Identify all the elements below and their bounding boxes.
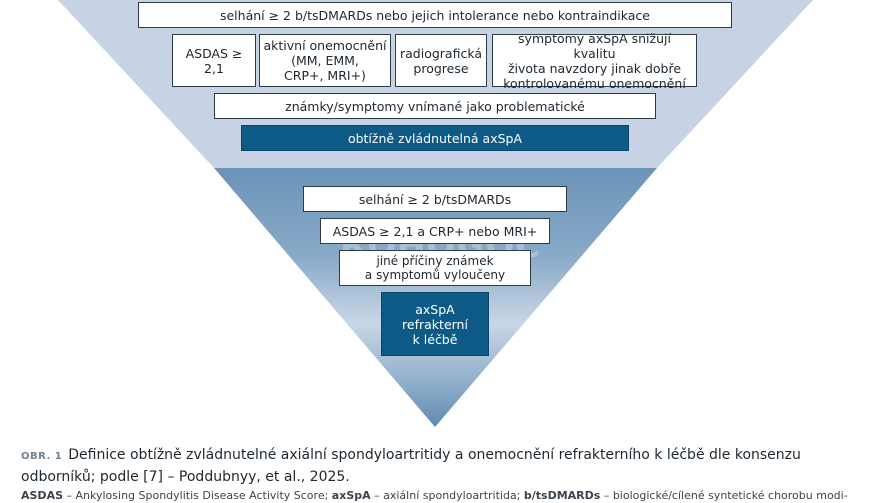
abbreviation-definition: – biologické/cílené syntetické chorobu m… [600,489,848,502]
problematic-symptoms-box: známky/symptomy vnímané jako problematic… [214,93,656,119]
figure-label: OBR. 1 [21,451,63,462]
radiographic-progression-criterion-box: radiografická progrese [395,34,487,87]
refractory-axspa-box: axSpA refrakterní k léčbě [381,292,489,356]
quality-of-life-criterion-box: symptomy axSpA snižují kvalitu života na… [492,31,697,91]
figure-caption-text: Definice obtížně zvládnutelné axiální sp… [21,447,801,485]
abbreviation-definition: – axiální spondyloartritida; [370,489,524,502]
abbreviations-footnote: ASDAS – Ankylosing Spondylitis Disease A… [21,489,871,503]
abbreviation-term: b/tsDMARDs [523,489,601,502]
abbreviation-definition: – Ankylosing Spondylitis Disease Activit… [63,489,332,502]
active-disease-criterion-box: aktivní onemocnění (MM, EMM, CRP+, MRI+) [259,34,391,87]
upper-failure-box: selhání ≥ 2 b/tsDMARDs nebo jejich intol… [138,2,732,28]
abbreviation-term: axSpA [331,489,371,502]
definition-diagram: ROHOGOC selhání ≥ 2 b/tsDMARDs nebo jeji… [58,0,813,427]
abbreviation-term: ASDAS [21,489,64,502]
other-causes-excluded-box: jiné příčiny známek a symptomů vyloučeny [339,250,531,286]
difficult-to-manage-axspa-box: obtížně zvládnutelná axSpA [241,125,629,151]
asdas-crp-mri-box: ASDAS ≥ 2,1 a CRP+ nebo MRI+ [320,218,550,244]
asdas-criterion-box: ASDAS ≥ 2,1 [172,34,256,87]
lower-failure-box: selhání ≥ 2 b/tsDMARDs [303,186,567,212]
